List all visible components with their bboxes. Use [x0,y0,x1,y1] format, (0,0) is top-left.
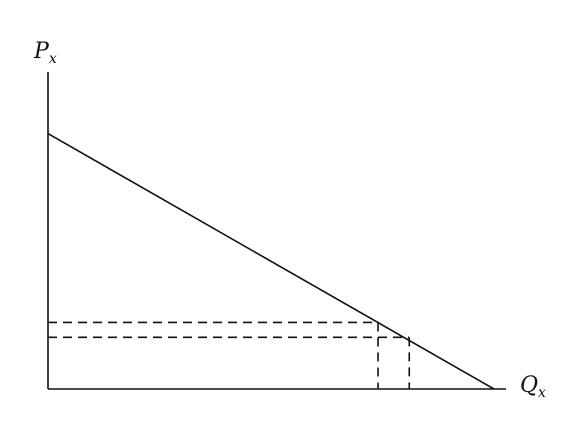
y-axis-label: Px [33,39,57,67]
plot-area [47,72,506,390]
x-axis-label: Qx [520,373,546,401]
demand-line [47,132,495,390]
